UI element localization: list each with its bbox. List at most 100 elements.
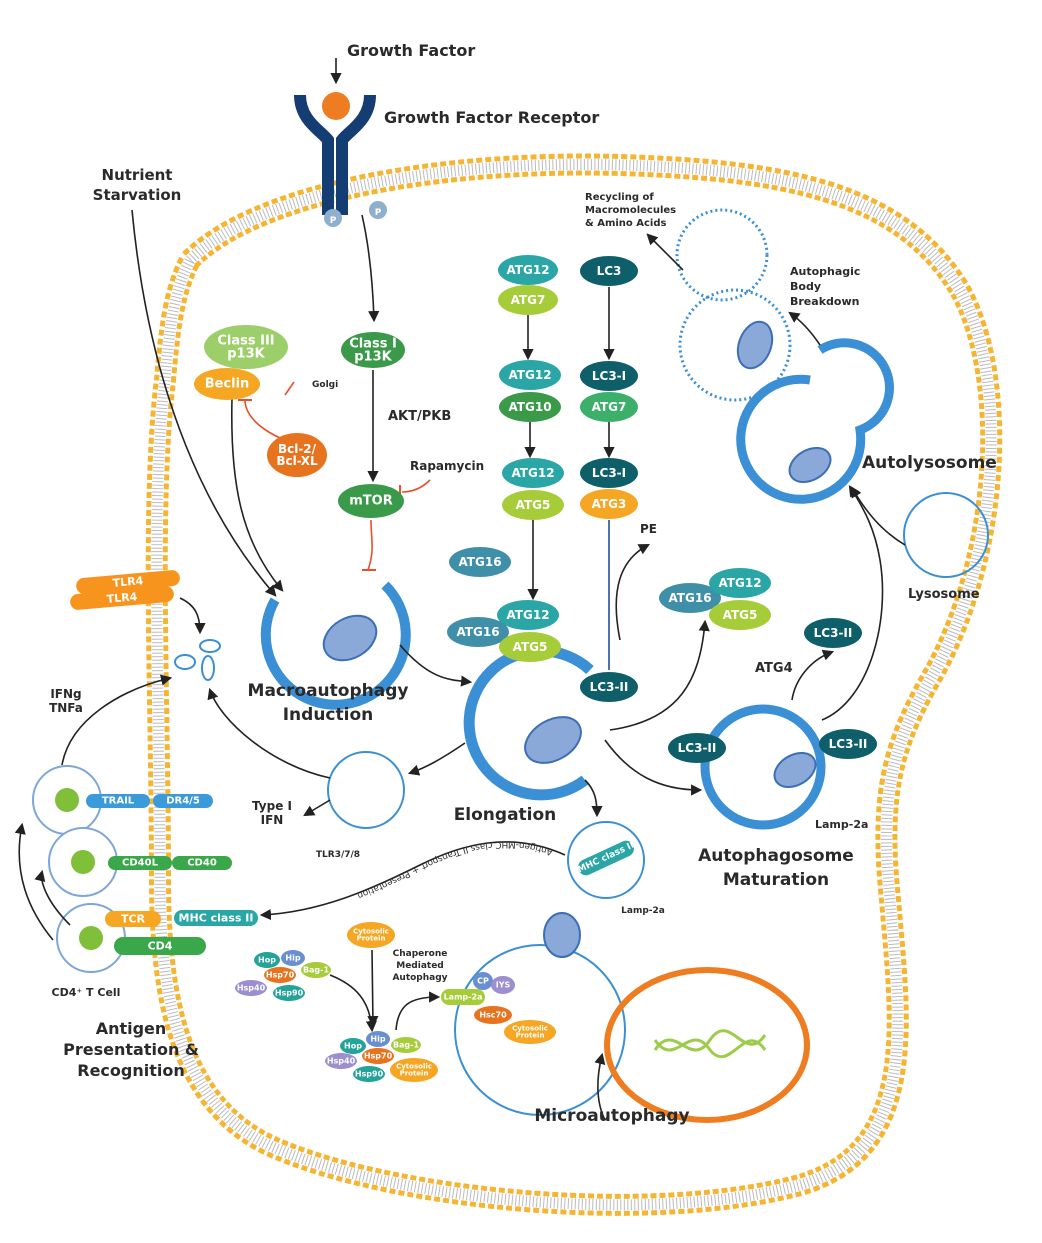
label-p: P	[330, 216, 337, 226]
pill-hsp70: Hsp70	[264, 967, 296, 983]
pill-hsp90: Hsp90	[353, 1066, 385, 1082]
label-pe: PE	[640, 522, 657, 536]
svg-text:TLR4: TLR4	[112, 574, 144, 590]
svg-text:Hsp40: Hsp40	[327, 1057, 356, 1066]
svg-text:Beclin: Beclin	[205, 377, 250, 392]
svg-text:LC3: LC3	[597, 264, 622, 278]
svg-text:ATG5: ATG5	[723, 608, 758, 622]
label-p: P	[375, 208, 382, 218]
svg-text:LC3-II: LC3-II	[829, 737, 868, 751]
svg-text:Hsp40: Hsp40	[237, 984, 266, 993]
label-autolysosome: Autolysosome	[862, 453, 997, 473]
svg-text:ATG3: ATG3	[592, 497, 627, 511]
svg-text:Hip: Hip	[370, 1035, 385, 1044]
pill-atg3: ATG3	[580, 489, 638, 519]
pill-atg12: ATG12	[497, 600, 559, 630]
label-atg4: ATG4	[755, 661, 793, 676]
svg-text:TRAIL: TRAIL	[102, 796, 135, 807]
lysosome-micro	[454, 944, 626, 1116]
svg-text:LC3-II: LC3-II	[590, 680, 629, 694]
label-tlr3-7-8: TLR3/7/8	[316, 850, 360, 860]
label-lysosome: Lysosome	[908, 587, 980, 602]
pill-atg12: ATG12	[709, 568, 771, 598]
svg-text:Hsp70: Hsp70	[364, 1052, 393, 1061]
pill-atg12: ATG12	[499, 360, 561, 390]
pill-lc3: LC3	[580, 256, 638, 286]
svg-text:DR4/5: DR4/5	[166, 796, 200, 807]
label-growth-factor: Growth Factor	[347, 41, 475, 60]
pill-lc3-ii: LC3-II	[668, 733, 726, 763]
svg-text:TCR: TCR	[121, 913, 146, 926]
cell-membrane	[145, 153, 1003, 1216]
lysosome	[903, 492, 989, 578]
tlr-endosome	[327, 751, 405, 829]
label-rapamycin: Rapamycin	[410, 459, 484, 473]
svg-text:Hip: Hip	[285, 954, 300, 963]
svg-text:ATG12: ATG12	[508, 368, 551, 382]
pill-hsp40: Hsp40	[325, 1053, 357, 1069]
svg-text:ATG12: ATG12	[506, 608, 549, 622]
svg-text:MHC class II: MHC class II	[576, 841, 636, 876]
pill-mhc-class-ii: MHC class II	[174, 910, 258, 926]
svg-text:IYS: IYS	[496, 981, 511, 990]
autophagic-body	[678, 288, 792, 402]
pill-lamp-2a: Lamp-2a	[441, 989, 485, 1005]
pill-tlr4: TLR4	[70, 586, 174, 610]
pill-cp: CP	[473, 972, 493, 990]
pill-lc3-ii: LC3-II	[580, 672, 638, 702]
pill-tlr4: TLR4	[76, 570, 180, 594]
pill-hip: Hip	[281, 950, 305, 966]
svg-text:Bag-1: Bag-1	[393, 1041, 420, 1050]
svg-text:ATG16: ATG16	[668, 591, 711, 605]
svg-text:TLR4: TLR4	[106, 590, 138, 606]
svg-text:LC3-I: LC3-I	[592, 466, 626, 480]
svg-text:LC3-II: LC3-II	[678, 741, 717, 755]
pill-hsp40: Hsp40	[235, 980, 267, 996]
svg-text:ATG12: ATG12	[511, 466, 554, 480]
svg-text:Lamp-2a: Lamp-2a	[444, 993, 483, 1002]
svg-text:Bcl-2/Bcl-XL: Bcl-2/Bcl-XL	[276, 442, 318, 468]
molecule-pills: ATG12ATG7ATG12ATG10ATG12ATG5ATG16ATG12AT…	[70, 255, 877, 1082]
label-golgi: Golgi	[312, 380, 338, 390]
pill-atg5: ATG5	[709, 600, 771, 630]
pill-lc3-ii: LC3-II	[819, 729, 877, 759]
arrows	[14, 58, 906, 1121]
label-cd4-t-cell: CD4⁺ T Cell	[52, 986, 121, 999]
pill-atg16: ATG16	[659, 583, 721, 613]
svg-text:Hsp90: Hsp90	[355, 1070, 384, 1079]
svg-text:ATG12: ATG12	[718, 576, 761, 590]
svg-text:ATG7: ATG7	[592, 400, 627, 414]
pill-hop: Hop	[254, 952, 280, 968]
svg-text:LC3-II: LC3-II	[814, 626, 853, 640]
pill-mtor: mTOR	[338, 484, 404, 518]
svg-text:CD40: CD40	[187, 858, 217, 869]
pill-hip: Hip	[366, 1031, 390, 1047]
svg-text:ATG10: ATG10	[508, 400, 551, 414]
svg-text:CD4: CD4	[148, 940, 173, 953]
autolysosome	[736, 338, 894, 504]
svg-text:ATG12: ATG12	[506, 263, 549, 277]
label-growth-factor-receptor: Growth Factor Receptor	[384, 108, 599, 127]
svg-text:MHC class II: MHC class II	[179, 912, 254, 925]
svg-text:CD40L: CD40L	[122, 858, 159, 869]
pill-cd40: CD40	[172, 856, 232, 870]
pill-atg16: ATG16	[447, 617, 509, 647]
svg-text:ATG5: ATG5	[516, 498, 551, 512]
pill-lc3-i: LC3-I	[580, 458, 638, 488]
svg-text:ATG16: ATG16	[456, 625, 499, 639]
pill-hop: Hop	[340, 1038, 366, 1054]
mitochondria	[322, 320, 832, 958]
pill-lc3-i: LC3-I	[580, 361, 638, 391]
